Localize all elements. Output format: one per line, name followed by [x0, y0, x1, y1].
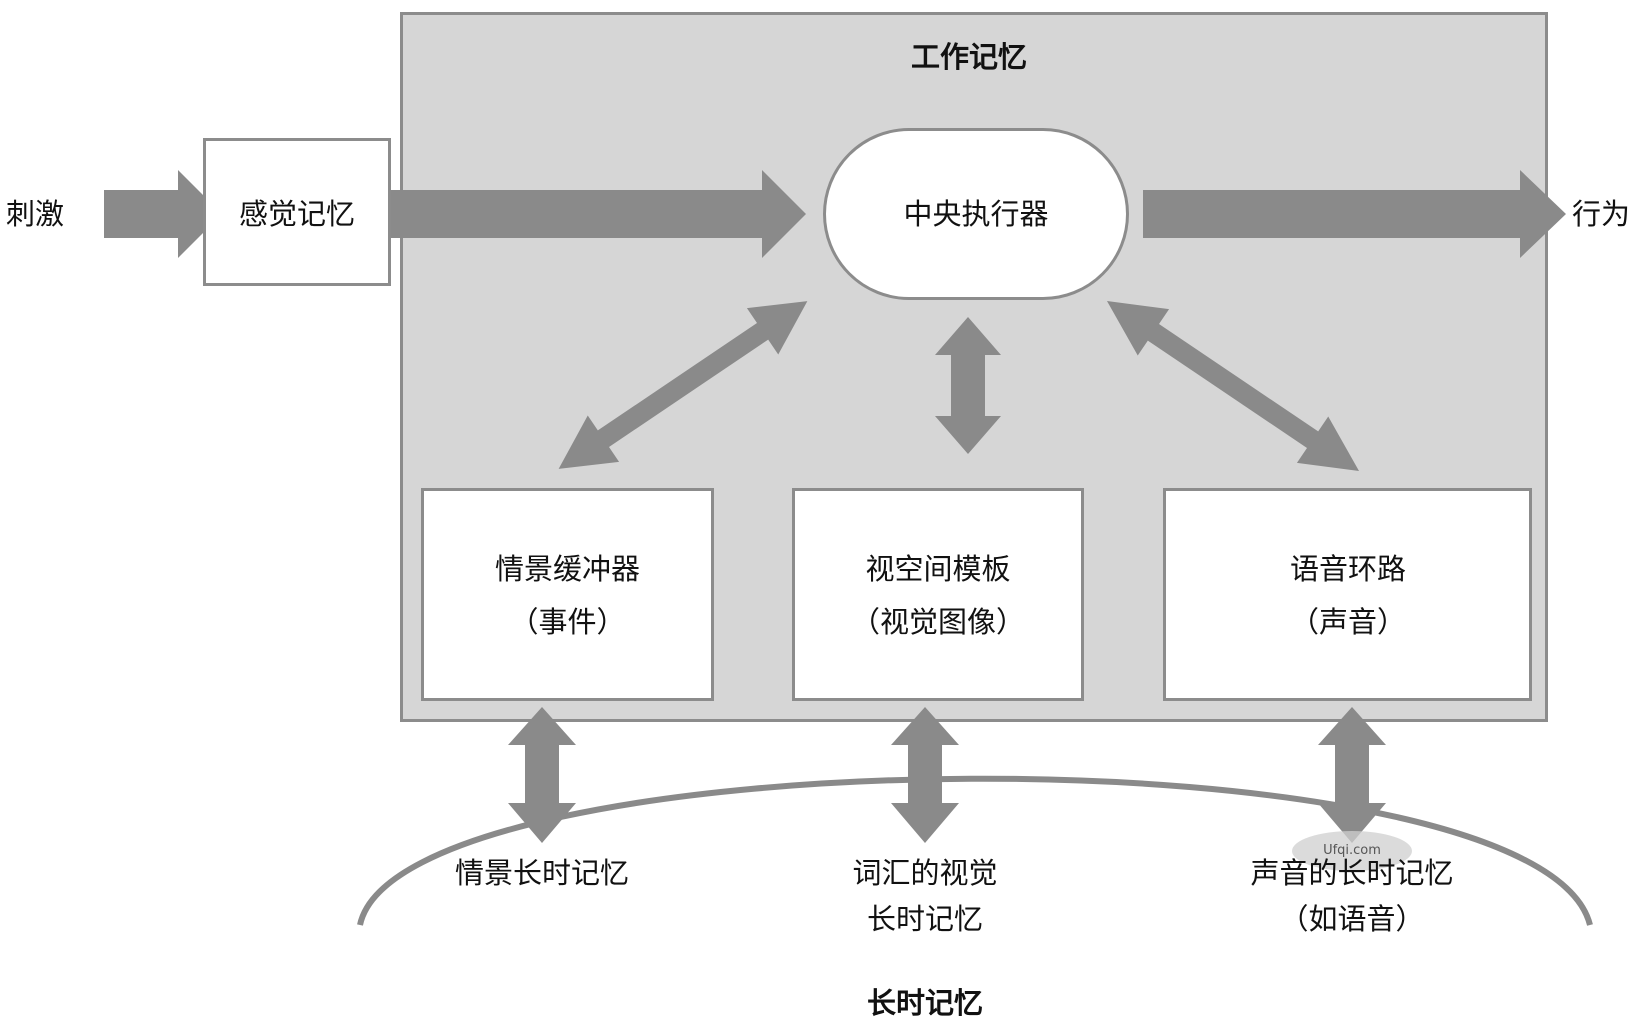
sound-longterm-label-1: 声音的长时记忆 [1250, 856, 1454, 890]
sensory-memory-label: 感觉记忆 [238, 197, 355, 231]
visuospatial-sketchpad-box [792, 488, 1084, 701]
episodic-buffer-sublabel: （事件） [509, 605, 626, 639]
arrow-sensory-to-executive [391, 170, 806, 258]
episodic-longterm-label: 情景长时记忆 [454, 856, 629, 890]
arrow-visual-longterm [891, 707, 959, 843]
stimulus-label: 刺激 [6, 197, 65, 231]
behavior-label: 行为 [1572, 197, 1631, 231]
visuospatial-sublabel: （视觉图像） [850, 605, 1025, 639]
sensory-memory-box [203, 138, 391, 286]
watermark-ellipse [1292, 831, 1412, 871]
working-memory-title: 工作记忆 [910, 40, 1027, 74]
arrow-episodic-executive [558, 301, 808, 469]
arrow-phonological-executive [1106, 301, 1360, 471]
long-term-memory-title: 长时记忆 [866, 986, 983, 1020]
phonological-loop-box [1163, 488, 1532, 701]
central-executive-box [823, 128, 1129, 300]
episodic-buffer-label: 情景缓冲器 [494, 552, 640, 586]
watermark-text: Ufqi.com [1323, 843, 1381, 858]
arrow-visuospatial-executive [935, 317, 1001, 454]
visual-longterm-label-1: 词汇的视觉 [852, 856, 998, 890]
phonological-label: 语音环路 [1289, 552, 1406, 586]
visual-longterm-label-2: 长时记忆 [866, 902, 983, 936]
visuospatial-label: 视空间模板 [865, 552, 1011, 586]
sound-longterm-label-2: （如语音） [1279, 902, 1425, 936]
arrow-executive-to-behavior [1143, 170, 1566, 258]
arrow-stimulus-to-sensory [104, 170, 222, 258]
arrow-sound-longterm [1318, 707, 1386, 843]
arrow-episodic-longterm [508, 707, 576, 843]
long-term-memory-arc [357, 775, 1593, 926]
central-executive-label: 中央执行器 [903, 197, 1049, 231]
phonological-sublabel: （声音） [1289, 605, 1406, 639]
episodic-buffer-box [421, 488, 714, 701]
